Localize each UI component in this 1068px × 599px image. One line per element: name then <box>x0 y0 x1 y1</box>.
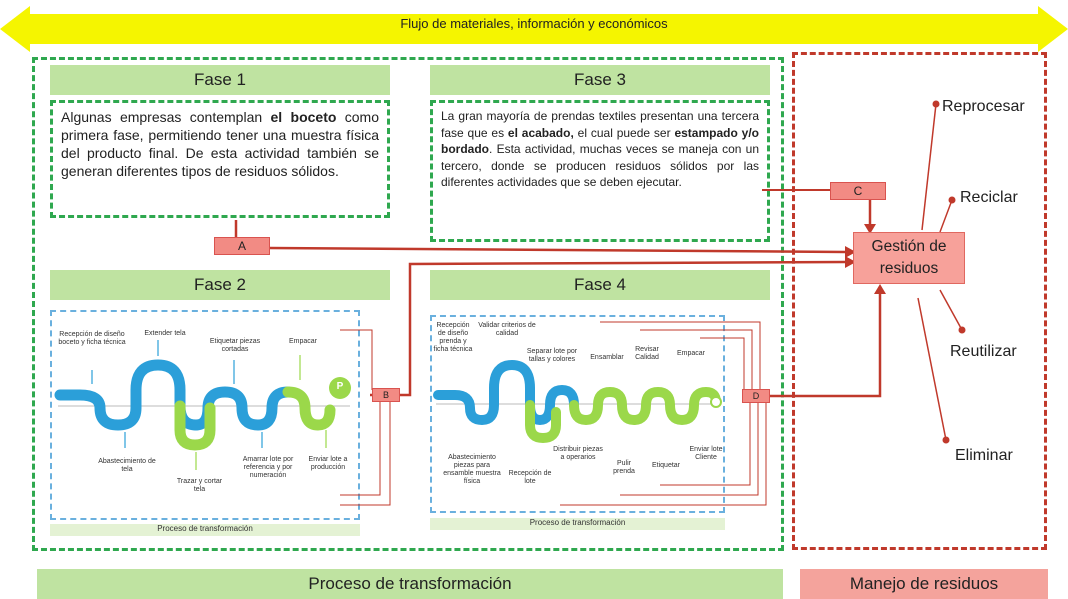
fase3-text-d: estampado y/o bordado <box>441 125 759 157</box>
fase3-text-c: el cual puede ser <box>573 125 675 140</box>
fase2-label-bottom-3: Amarrar lote por referencia y por numera… <box>242 456 294 479</box>
fase4-waste-line-5 <box>620 402 759 496</box>
fase2-end-circle <box>329 377 351 399</box>
marker-c: C <box>830 182 886 200</box>
fase3-text-b: el acabado, <box>507 125 574 140</box>
fase1-text-b: el boceto <box>270 109 337 125</box>
fase2-wave-green-a <box>174 400 216 451</box>
fase4-caption: Proceso de transformación <box>430 518 725 530</box>
fase4-label-bottom-1: Abastecimiento piezas para ensamble mues… <box>443 454 501 485</box>
fase4-wave-blue <box>433 359 579 426</box>
dot-eliminar <box>942 436 950 444</box>
fase4-waste-line-2 <box>640 329 753 390</box>
transformation-region <box>32 57 784 551</box>
fase2-label-top-1: Recepción de diseño boceto y ficha técni… <box>58 331 126 346</box>
fase2-waste-line-3 <box>340 400 391 506</box>
line-reutilizar <box>939 289 963 331</box>
gestion-residuos-box: Gestión de residuos <box>853 232 965 284</box>
fase2-end-mark: P <box>336 381 344 392</box>
fase4-label-top-5: Revisar Calidad <box>635 346 659 361</box>
fase2-wave-blue-a <box>54 359 202 431</box>
fase4-label-bottom-4: Pulir prenda <box>613 460 635 475</box>
fase4-label-bottom-3: Distribuir piezas a operarios <box>553 446 603 461</box>
fase1-title: Fase 1 <box>50 65 390 95</box>
marker-b: B <box>372 388 400 402</box>
fase2-caption: Proceso de transformación <box>50 524 360 536</box>
fase3-title: Fase 3 <box>430 65 770 95</box>
option-reutilizar: Reutilizar <box>950 343 1017 360</box>
arrowhead-c <box>864 224 876 234</box>
gestion-line-1: Gestión de <box>871 238 947 255</box>
fase2-label-bottom-1: Abastecimiento de tela <box>98 458 156 473</box>
fase4-waste-line-3 <box>700 337 745 390</box>
fase2-label-top-4: Empacar <box>288 338 317 345</box>
fase4-label-top-1: Recepción de diseño prenda y ficha técni… <box>433 322 473 353</box>
fase2-label-top-3: Etiquetar piezas cortadas <box>209 338 261 353</box>
fase4-label-top-6: Empacar <box>676 350 705 357</box>
fase1-description: Algunas empresas contemplan el boceto co… <box>50 100 390 218</box>
fase4-waste-line-6 <box>560 402 767 506</box>
fase4-end-circle <box>710 396 722 408</box>
fase3-text-a: La gran mayoría de prendas textiles pres… <box>441 109 759 140</box>
gestion-line-2: residuos <box>879 260 939 277</box>
fase3-description: La gran mayoría de prendas textiles pres… <box>430 100 770 242</box>
fase4-waste-line-4 <box>660 402 751 486</box>
dot-reprocesar <box>932 100 940 108</box>
line-eliminar <box>917 297 947 441</box>
fase2-title: Fase 2 <box>50 270 390 300</box>
marker-d: D <box>742 389 770 403</box>
option-reciclar: Reciclar <box>960 189 1018 206</box>
fase2-label-top-2: Extender tela <box>144 330 186 337</box>
waste-management-region <box>792 52 1047 550</box>
fase4-waste-line-1 <box>600 321 761 390</box>
dot-reciclar <box>948 196 956 204</box>
fase1-text-c: como primera fase, permitiendo tener una… <box>61 109 380 179</box>
fase4-title: Fase 4 <box>430 270 770 300</box>
arrowhead-b <box>845 256 856 268</box>
fase4-wave-green-a <box>525 400 561 444</box>
fase2-label-bottom-4: Enviar lote a producción <box>308 456 348 471</box>
fase4-label-bottom-2: Recepción de lote <box>508 470 552 485</box>
option-reprocesar: Reprocesar <box>942 98 1025 115</box>
fase3-text-e: . Esta actividad, muchas veces se maneja… <box>441 142 759 189</box>
fase2-waste-line-2 <box>340 400 381 496</box>
arrowhead-a <box>845 246 856 258</box>
line-reprocesar <box>921 103 937 231</box>
connector-a-gestion <box>269 246 846 254</box>
footer-transformation: Proceso de transformación <box>37 569 783 599</box>
fase4-wave-green-b <box>569 386 721 426</box>
flow-banner-text: Flujo de materiales, información y econó… <box>400 16 668 31</box>
marker-a: A <box>214 237 270 255</box>
fase4-label-bottom-5: Etiquetar <box>651 462 681 469</box>
footer-waste-management: Manejo de residuos <box>800 569 1048 599</box>
dot-reutilizar <box>958 326 966 334</box>
fase2-label-bottom-2: Trazar y cortar tela <box>176 478 223 493</box>
fase4-label-top-3: Separar lote por tallas y colores <box>526 348 578 363</box>
fase4-label-bottom-6: Enviar lote Cliente <box>689 446 723 461</box>
fase1-text-a: Algunas empresas contemplan <box>61 109 271 125</box>
connector-d-gestion <box>770 292 882 398</box>
line-reciclar <box>939 199 953 233</box>
flow-banner-arrow <box>0 6 1068 52</box>
option-eliminar: Eliminar <box>955 447 1013 464</box>
fase2-waste-line-1 <box>340 329 373 390</box>
fase2-wave-green-b <box>282 386 336 431</box>
fase4-label-top-2: Validar criterios de calidad <box>478 322 536 337</box>
fase4-label-top-4: Ensamblar <box>590 354 624 361</box>
arrowhead-d <box>874 284 886 294</box>
